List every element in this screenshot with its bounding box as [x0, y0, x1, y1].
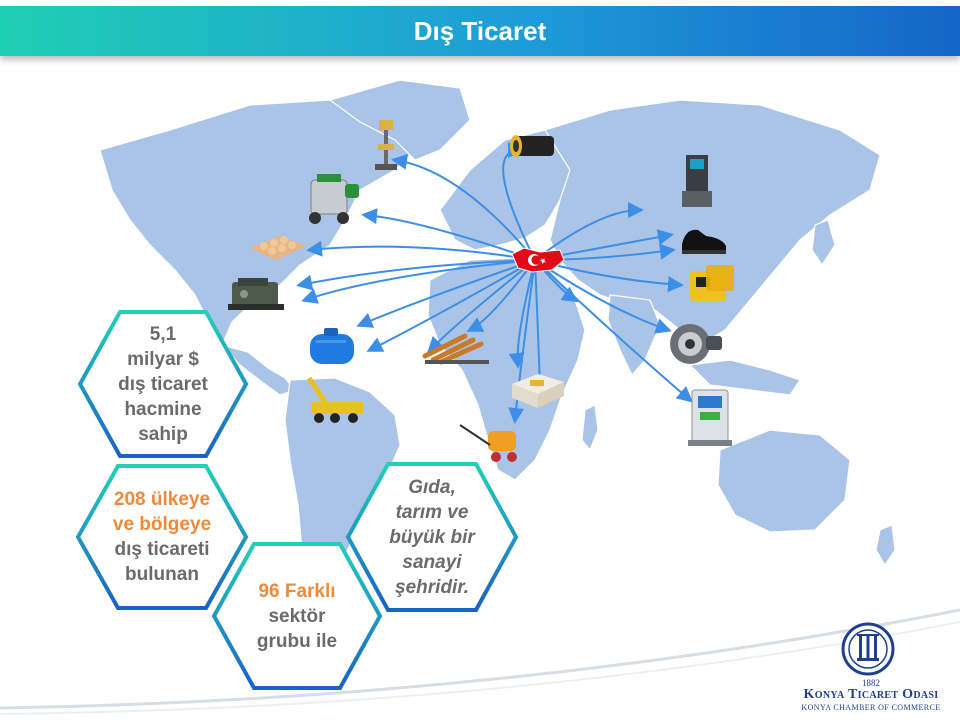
hex-line: hacmine — [124, 398, 202, 420]
ktd-emblem-icon — [841, 622, 895, 676]
hex-line: Gıda, — [408, 476, 456, 498]
hex-line: şehridir. — [395, 576, 469, 598]
turkey-flag-icon — [511, 247, 565, 273]
title-bar: Dış Ticaret — [0, 6, 960, 56]
continent-india — [607, 294, 661, 377]
hex-line: sanayi — [402, 551, 462, 573]
hex-line: dış ticaret — [118, 373, 208, 395]
drill-press-icon — [375, 120, 397, 170]
hex-line: 5,1 — [149, 323, 177, 345]
water-tank-icon — [310, 328, 354, 364]
crane-icon — [306, 376, 363, 423]
milking-machine-icon — [309, 174, 359, 224]
hexagon-frame — [75, 464, 249, 610]
hex-countries: 208 ülkeye ve bölgeye dış ticareti bulun… — [75, 464, 249, 610]
hex-line: grubu ile — [256, 630, 338, 652]
welding-machine-icon — [690, 265, 734, 301]
continent-greenland — [328, 79, 471, 161]
hex-line: sahip — [138, 423, 188, 445]
continent-indonesia — [688, 359, 801, 396]
pipe-icon — [510, 135, 554, 157]
food-box-icon — [512, 374, 564, 408]
chamber-logo: 1882 Konya Ticaret Odası KONYA CHAMBER O… — [786, 622, 956, 714]
hex-countries-text: 208 ülkeye ve bölgeye dış ticareti bulun… — [76, 464, 248, 610]
hexagon-frame — [345, 462, 519, 612]
continent-australia — [717, 429, 851, 533]
world-map — [99, 79, 896, 622]
hex-line: bulunan — [125, 564, 199, 585]
hex-line: dış ticareti — [114, 539, 210, 560]
hex-highlight-line: 96 Farklı — [258, 580, 336, 602]
hex-line: sektör — [268, 605, 326, 627]
hex-line: milyar $ — [127, 348, 199, 370]
brake-part-icon — [670, 324, 722, 364]
hex-line: tarım ve — [395, 501, 469, 523]
fuel-pump-icon — [688, 389, 732, 446]
hex-highlight-line: ve bölgeye — [112, 514, 212, 535]
logo-year: 1882 — [862, 678, 880, 688]
band-saw-icon — [682, 155, 712, 207]
sprayer-icon — [459, 424, 517, 462]
hex-line: büyük bir — [389, 526, 475, 548]
hex-city: Gıda, tarım ve büyük bir sanayi şehridir… — [345, 462, 519, 612]
hexagon-frame — [77, 310, 249, 458]
hexagon-frame — [211, 542, 383, 690]
continent-new-zealand — [875, 524, 896, 567]
egg-tray-icon — [250, 236, 306, 260]
logo-subtitle: KONYA CHAMBER OF COMMERCE — [801, 703, 941, 712]
continent-japan — [811, 219, 836, 267]
steel-pipes-icon — [422, 333, 489, 365]
hex-sectors: 96 Farklı sektör grubu ile — [211, 542, 383, 690]
engine-icon — [228, 278, 284, 310]
decorative-arc — [0, 608, 960, 715]
continent-madagascar — [581, 404, 599, 452]
hex-trade-volume-text: 5,1 milyar $ dış ticaret hacmine sahip — [78, 310, 248, 458]
shoe-icon — [682, 229, 726, 254]
hex-highlight-line: 208 ülkeye — [113, 489, 211, 510]
hex-city-text: Gıda, tarım ve büyük bir sanayi şehridir… — [346, 462, 518, 612]
hex-sectors-text: 96 Farklı sektör grubu ile — [212, 542, 382, 690]
logo-name: Konya Ticaret Odası — [803, 687, 939, 702]
hex-trade-volume: 5,1 milyar $ dış ticaret hacmine sahip — [77, 310, 249, 458]
slide-title: Dış Ticaret — [413, 15, 547, 46]
export-arrows — [296, 142, 694, 424]
